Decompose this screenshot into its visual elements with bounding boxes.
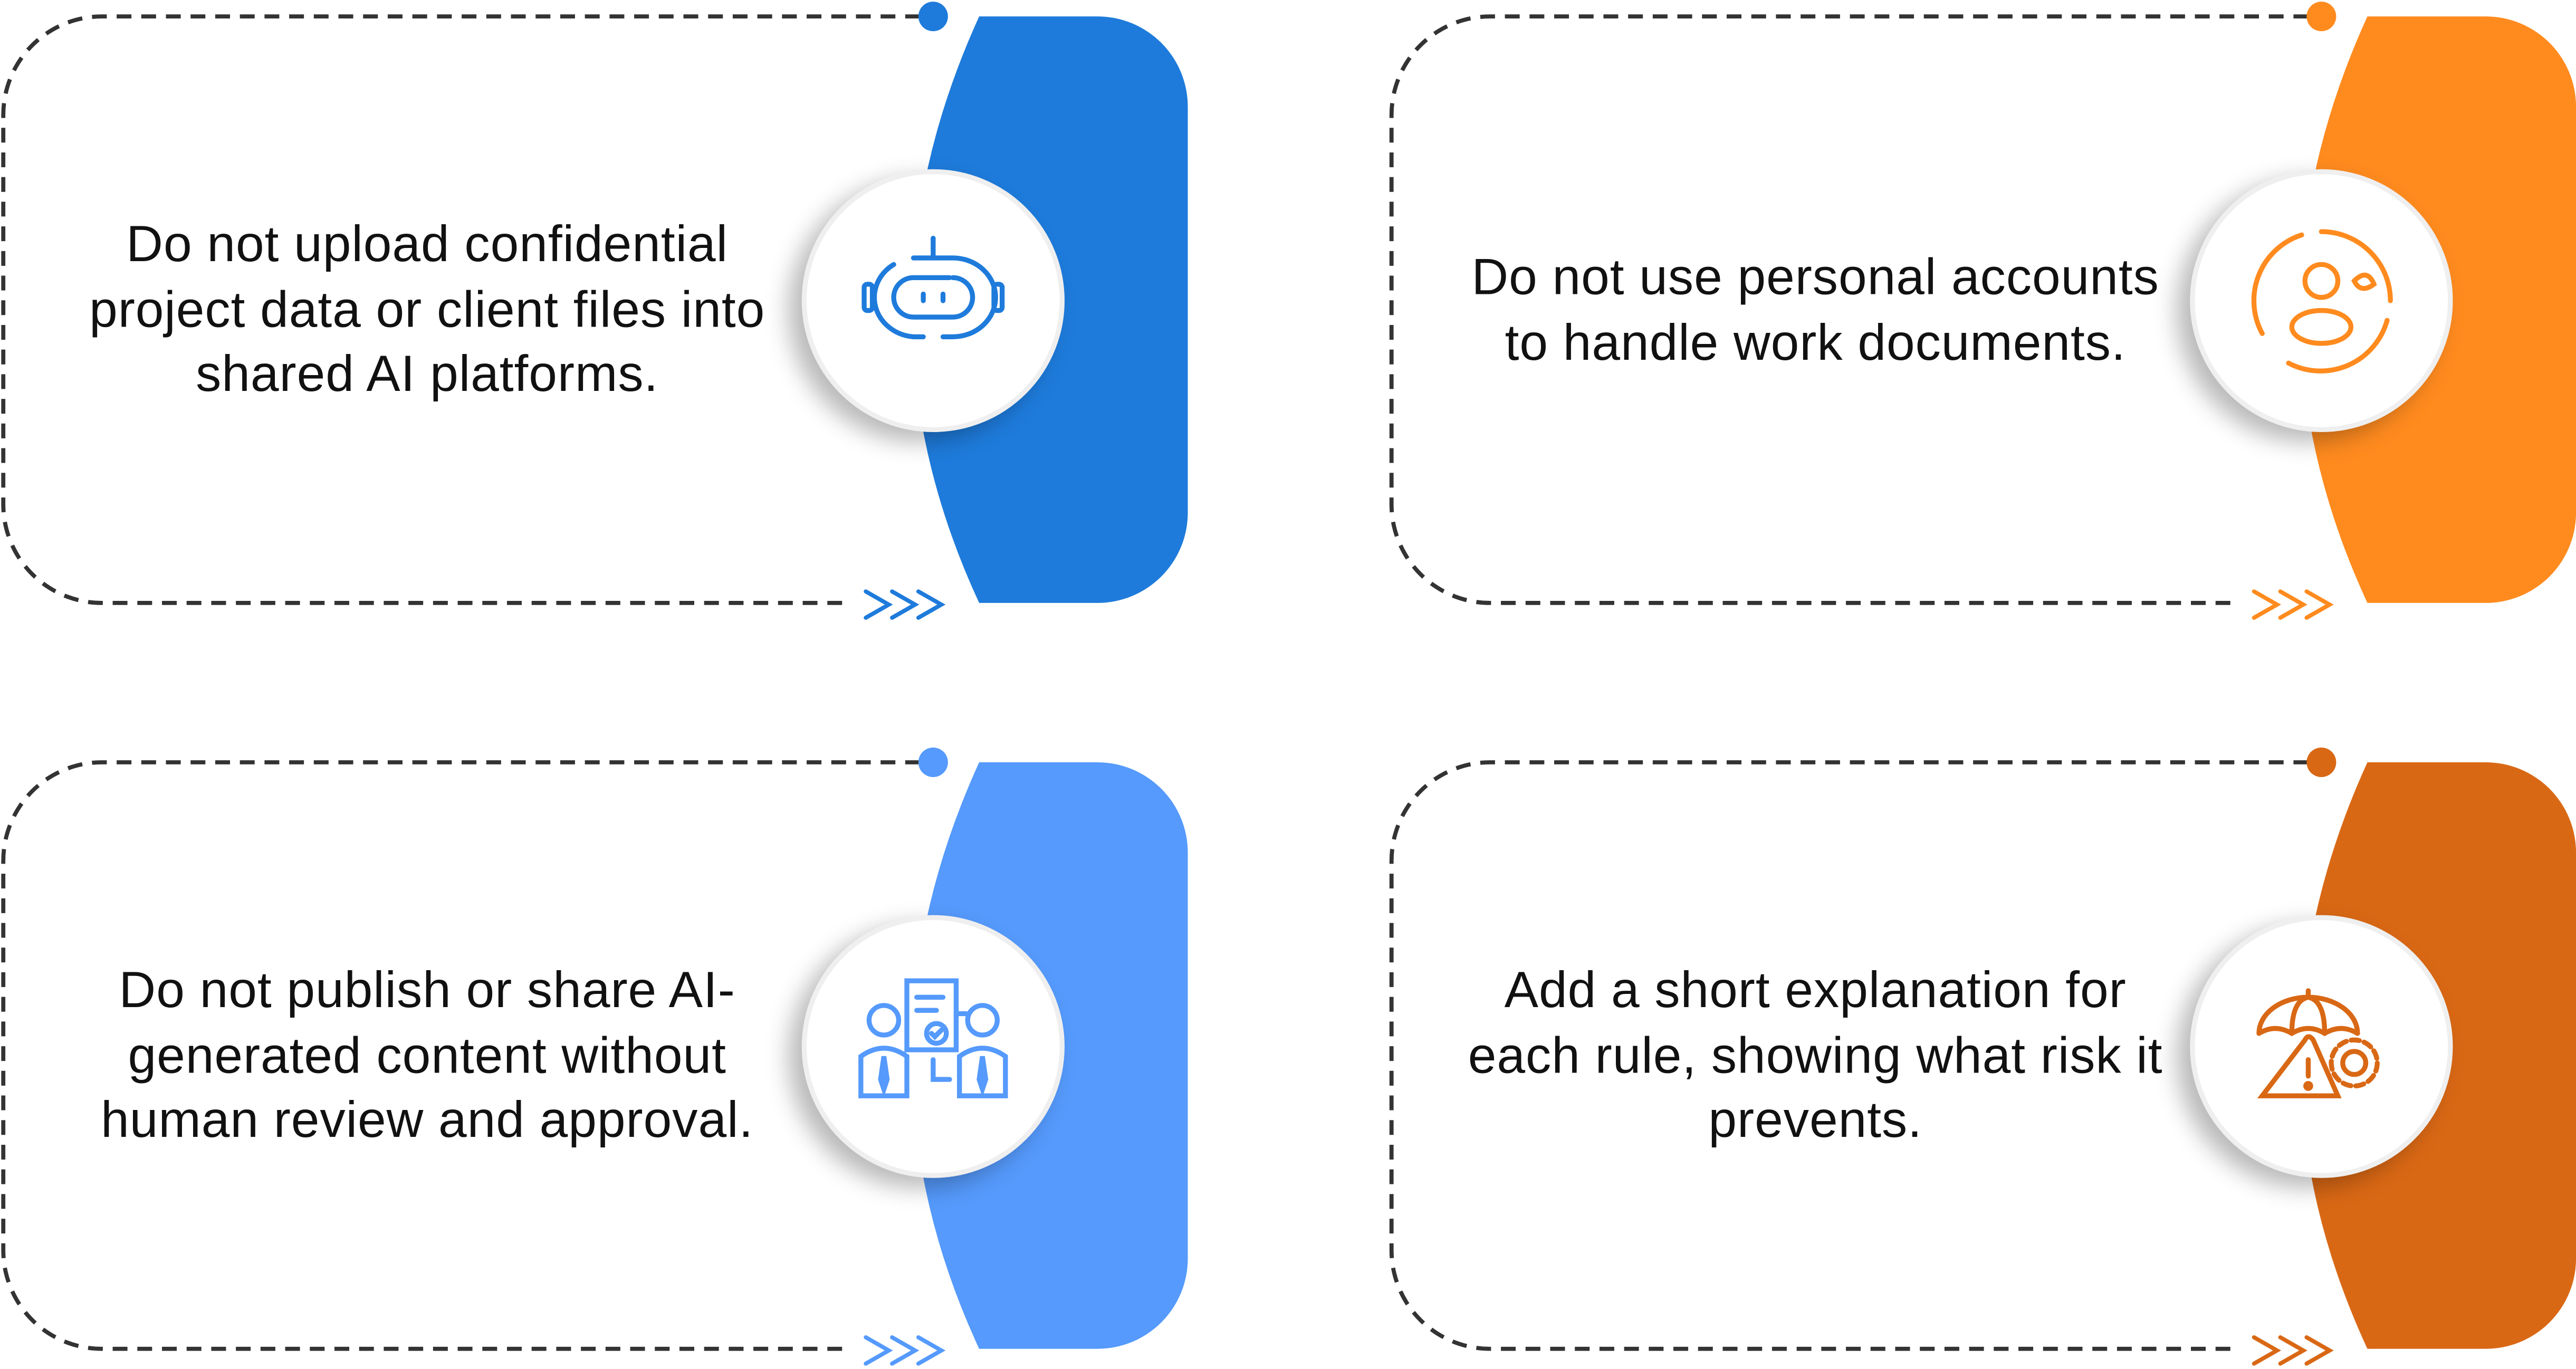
rule-text: Do not use personal accounts to handle w…	[1471, 248, 2159, 371]
rule-card-1: Do not upload confidential project data …	[0, 0, 1191, 620]
dashed-border	[1, 760, 920, 1351]
chevrons-icon	[2252, 589, 2334, 620]
marker-dot	[918, 2, 948, 32]
dashed-border	[1389, 14, 2309, 605]
user-privacy-icon	[2251, 229, 2393, 374]
dashed-border	[1389, 760, 2309, 1351]
icon-circle	[2190, 915, 2453, 1178]
rule-card-3: Do not publish or share AI-generated con…	[0, 746, 1191, 1366]
dashed-border	[1, 14, 920, 605]
robot-icon	[861, 235, 1005, 340]
marker-dot	[2306, 2, 2336, 32]
marker-dot	[918, 747, 948, 778]
chevrons-icon	[864, 589, 946, 620]
rule-card-4: Add a short explanation for each rule, s…	[1388, 746, 2576, 1366]
icon-circle	[801, 169, 1065, 433]
chevrons-icon	[2252, 1335, 2334, 1366]
icon-circle	[801, 915, 1065, 1178]
human-review-icon	[858, 978, 1008, 1098]
marker-dot	[2306, 747, 2336, 778]
rule-text: Do not publish or share AI-generated con…	[101, 961, 754, 1149]
icon-circle	[2190, 169, 2453, 433]
rule-text: Do not upload confidential project data …	[89, 215, 765, 403]
rule-card-2: Do not use personal accounts to handle w…	[1388, 0, 2576, 620]
chevrons-icon	[864, 1335, 946, 1366]
rule-text: Add a short explanation for each rule, s…	[1468, 961, 2163, 1149]
risk-warning-icon	[2256, 988, 2380, 1098]
